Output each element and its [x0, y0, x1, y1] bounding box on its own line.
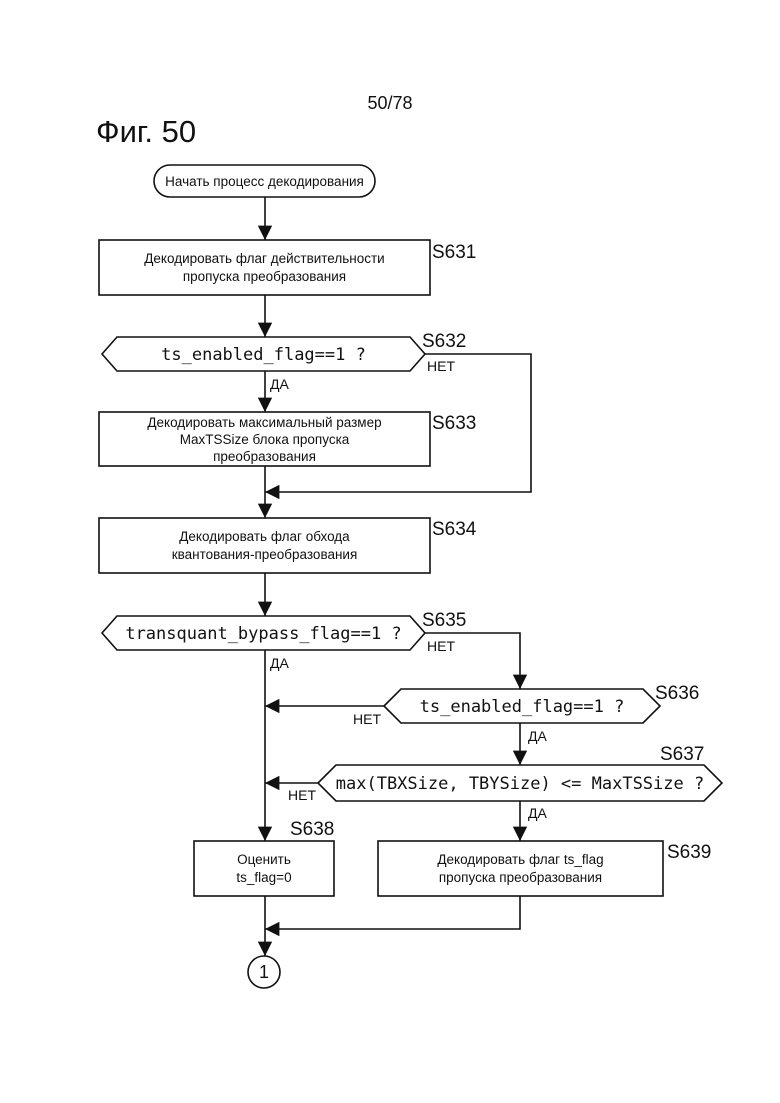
s631-line-1: Декодировать флаг действительности	[144, 251, 384, 266]
step-label-s638: S638	[290, 819, 334, 840]
step-label-s635: S635	[422, 610, 466, 631]
process-s638: Оценить ts_flag=0 S638	[194, 819, 334, 896]
s638-line-2: ts_flag=0	[236, 870, 291, 885]
process-s631: Декодировать флаг действительности пропу…	[99, 240, 476, 295]
step-label-s633: S633	[432, 413, 476, 434]
s639-line-2: пропуска преобразования	[439, 870, 602, 885]
step-label-s636: S636	[655, 683, 699, 704]
process-s639: Декодировать флаг ts_flag пропуска преоб…	[378, 841, 711, 896]
s633-line-2: MaxTSSize блока пропуска	[180, 432, 350, 447]
step-label-s637: S637	[660, 744, 704, 765]
decision-s632: ts_enabled_flag==1 ? S632 НЕТ ДА	[102, 331, 466, 392]
connector-label: 1	[259, 962, 269, 982]
s635-no-label: НЕТ	[427, 638, 455, 654]
s635-condition: transquant_bypass_flag==1 ?	[125, 624, 401, 644]
s632-no-label: НЕТ	[427, 358, 455, 374]
decision-s635: transquant_bypass_flag==1 ? S635 НЕТ ДА	[102, 610, 466, 671]
s636-no-label: НЕТ	[353, 711, 381, 727]
s632-yes-label: ДА	[270, 376, 289, 392]
step-label-s631: S631	[432, 242, 476, 263]
s637-condition: max(TBXSize, TBYSize) <= MaxTSSize ?	[336, 774, 704, 794]
s636-yes-label: ДА	[528, 728, 547, 744]
s631-line-2: пропуска преобразования	[183, 269, 346, 284]
step-label-s634: S634	[432, 519, 477, 540]
s637-no-label: НЕТ	[288, 787, 316, 803]
s639-line-1: Декодировать флаг ts_flag	[437, 852, 603, 867]
s638-line-1: Оценить	[237, 852, 291, 867]
decision-s636: ts_enabled_flag==1 ? S636 НЕТ ДА	[353, 683, 699, 744]
s632-condition: ts_enabled_flag==1 ?	[161, 345, 366, 365]
s637-yes-label: ДА	[528, 805, 547, 821]
s636-condition: ts_enabled_flag==1 ?	[420, 697, 625, 717]
start-label: Начать процесс декодирования	[165, 174, 364, 189]
start-terminal: Начать процесс декодирования	[154, 165, 375, 197]
s635-yes-label: ДА	[270, 655, 289, 671]
s634-line-1: Декодировать флаг обхода	[179, 529, 350, 544]
s633-line-3: преобразования	[213, 449, 316, 464]
process-s633: Декодировать максимальный размер MaxTSSi…	[99, 412, 476, 466]
s633-line-1: Декодировать максимальный размер	[147, 415, 381, 430]
s634-line-2: квантования-преобразования	[172, 547, 358, 562]
step-label-s639: S639	[667, 842, 711, 863]
decision-s637: max(TBXSize, TBYSize) <= MaxTSSize ? S63…	[288, 744, 722, 821]
process-s634: Декодировать флаг обхода квантования-пре…	[99, 518, 477, 573]
step-label-s632: S632	[422, 331, 466, 352]
connector-1: 1	[248, 956, 280, 988]
